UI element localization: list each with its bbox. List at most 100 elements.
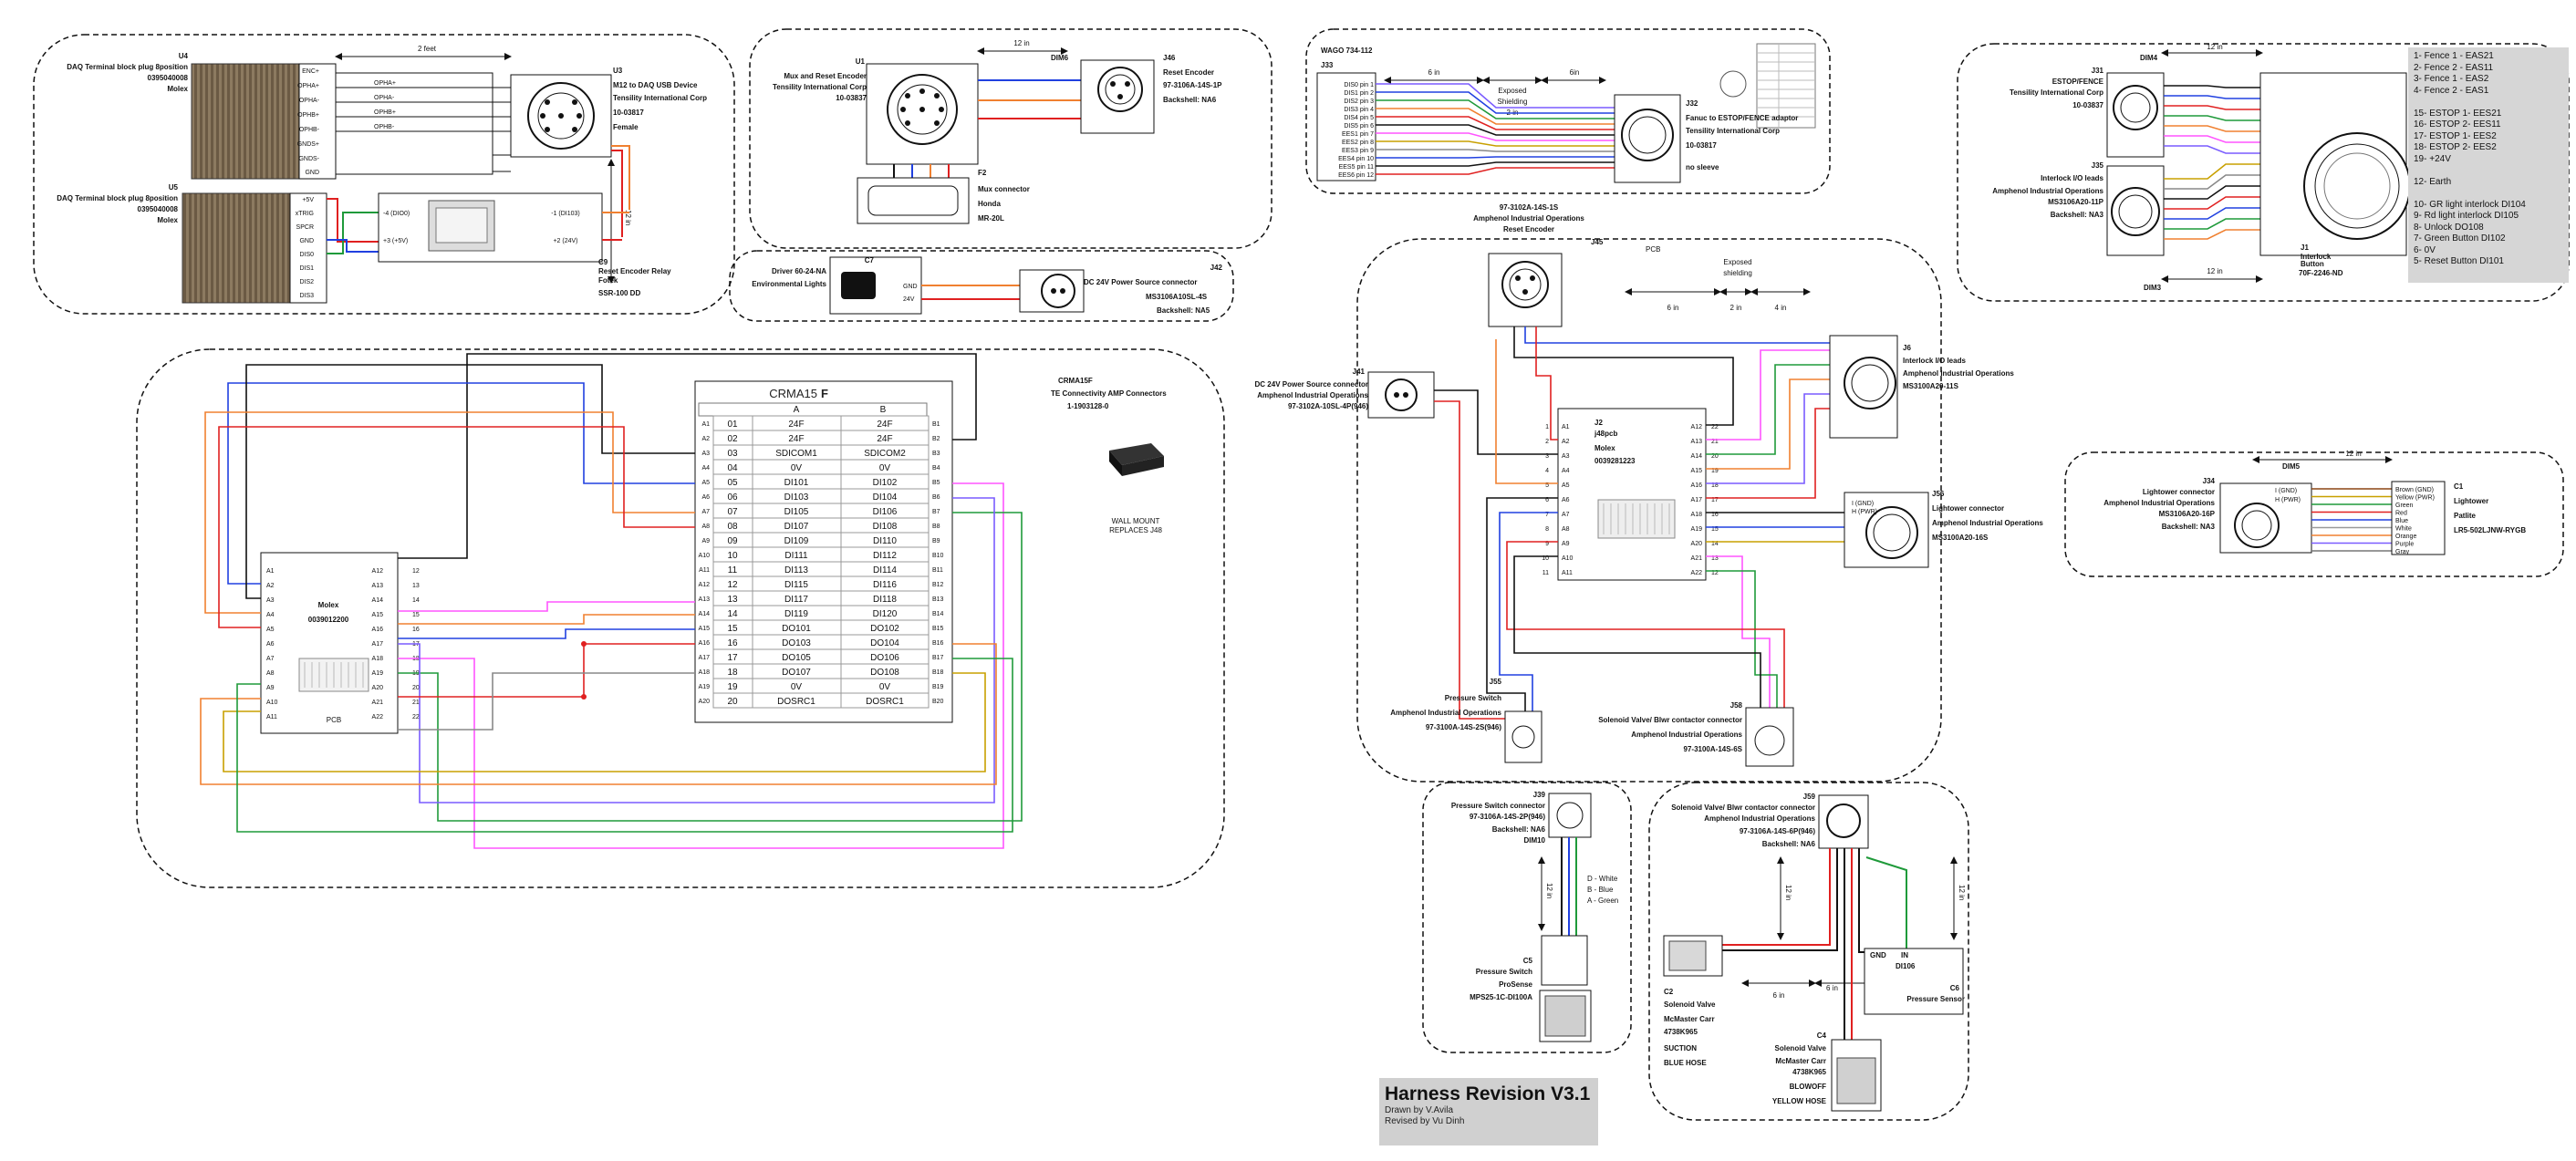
- j31-part: 10-03837: [2072, 101, 2103, 109]
- crma-part: 1-1903128-0: [1067, 402, 1109, 410]
- molex-part: 0039012200: [308, 616, 349, 624]
- j41-name: DC 24V Power Source connector: [1255, 380, 1368, 389]
- molex-pin-num: 15: [412, 612, 420, 618]
- pin-legend-line: 15- ESTOP 1- EES21: [2414, 108, 2502, 119]
- molex-pin-right: A21: [372, 700, 384, 706]
- u1-name: Mux and Reset Encoder: [784, 72, 867, 80]
- c6-name: Pressure Sensor: [1906, 995, 1965, 1003]
- u4-pin-2: OPHA+: [297, 83, 319, 89]
- dim-12in-dim5: 12 in: [2345, 450, 2361, 458]
- j45-vendor: Amphenol Industrial Operations: [1473, 214, 1584, 223]
- crma-wire: [398, 672, 695, 731]
- wago-pin-label: DIS4 pin 5: [1344, 115, 1374, 121]
- c6-in: IN: [1901, 951, 1908, 959]
- estop-wire: [2164, 229, 2260, 240]
- pin-legend-line: 7- Green Button DI102: [2414, 233, 2506, 244]
- u5-pin-1: +5V: [302, 197, 314, 203]
- crma-pin-b: B18: [932, 669, 944, 676]
- pin-legend-line: 12- Earth: [2414, 176, 2452, 187]
- estop-wire: [2164, 218, 2260, 230]
- estop-wire: [2164, 115, 2260, 121]
- j42-id: J42: [1210, 264, 1223, 272]
- j41-id: J41: [1353, 368, 1366, 376]
- crma-row-b: DI102: [873, 478, 898, 488]
- crma-wire: [200, 643, 997, 785]
- pin-legend-line: 8- Unlock DO108: [2414, 222, 2484, 233]
- crma-row-b: 0V: [879, 682, 891, 692]
- j2-pin-num-left: 4: [1545, 468, 1549, 474]
- u5-pin-2: xTRIG: [296, 211, 314, 217]
- c1-wire-label: White: [2395, 526, 2412, 533]
- dim-j6-4in: 4 in: [1775, 304, 1787, 312]
- wago-terminal: [1316, 72, 1376, 181]
- j46-part: 97-3106A-14S-1P: [1163, 81, 1222, 89]
- pin-legend-line: 5- Reset Button DI101: [2414, 256, 2504, 266]
- molex-pin-num: 22: [412, 714, 420, 720]
- c6-pressure-sensor: [1864, 948, 1964, 1015]
- wago-wire: [1376, 140, 1615, 147]
- j59-vendor: Amphenol Industrial Operations: [1704, 814, 1815, 823]
- crma-pin-b: B16: [932, 640, 944, 647]
- crma-pin-b: B1: [932, 421, 940, 428]
- estop-wire: [2164, 145, 2260, 154]
- dim-12in-dim3: 12 in: [2207, 267, 2222, 275]
- crma-wire: [398, 353, 977, 559]
- j59-dim-6a: 6 in: [1773, 991, 1785, 1000]
- pin-legend-line: 2- Fence 2 - EAS11: [2414, 62, 2494, 73]
- crma-row-b: SDICOM2: [864, 449, 906, 459]
- crma-row-number: 15: [727, 624, 738, 634]
- dim-12in-u3: 12 in: [624, 210, 632, 225]
- crma-row-a: 24F: [788, 434, 804, 444]
- c5-part: MPS25-1C-DI100A: [1470, 993, 1532, 1001]
- revised-by: Revised by Vu Dinh: [1385, 1116, 1465, 1126]
- j35-backshell: Backshell: NA3: [2051, 211, 2104, 219]
- pcb-wire: [1513, 327, 1734, 426]
- c4-name: Solenoid Valve: [1775, 1044, 1827, 1052]
- crma-row-a: DI105: [784, 507, 809, 517]
- estop-wire: [2164, 185, 2260, 200]
- j39-wire-2: B - Blue: [1587, 886, 1614, 894]
- j2-vendor: Molex: [1594, 444, 1615, 452]
- pcb-wire: [1499, 512, 1558, 711]
- j2-part: 0039281223: [1594, 457, 1636, 465]
- crma-pin-b: B17: [932, 655, 944, 661]
- f2-part: MR-20L: [978, 214, 1004, 223]
- c1-vendor: Patlite: [2454, 512, 2477, 520]
- crma-pin-a: A2: [701, 436, 710, 442]
- j2-pin-left: A7: [1562, 512, 1570, 518]
- j39-connector: [1548, 793, 1592, 838]
- molex-pin-right: A15: [372, 612, 384, 618]
- molex-pin-left: A5: [266, 627, 275, 633]
- wago-pin-label: DIS5 pin 6: [1344, 123, 1374, 130]
- j2-pin-num-right: 22: [1711, 424, 1719, 430]
- u3-wire-3: OPHB+: [374, 109, 396, 116]
- c1-wire-label: Blue: [2395, 518, 2408, 524]
- pcb-label: PCB: [1646, 245, 1660, 254]
- c1-wire-label: Purple: [2395, 542, 2414, 548]
- c5-vendor: ProSense: [1499, 980, 1532, 989]
- u4-pin-7: GNDS-: [298, 156, 319, 162]
- c1-wire-label: Orange: [2395, 534, 2416, 540]
- dim6-label: DIM6: [1051, 54, 1069, 62]
- j34-vendor: Amphenol Industrial Operations: [2103, 499, 2215, 507]
- group-wago: [1305, 28, 1831, 194]
- molex-pin-left: A6: [266, 641, 275, 648]
- u5-vendor: Molex: [157, 216, 178, 224]
- crma-row-a: DO103: [782, 638, 811, 648]
- crma-pin-a: A19: [699, 684, 711, 690]
- j59-part: 97-3106A-14S-6P(946): [1740, 827, 1815, 835]
- j39-dim: DIM10: [1523, 836, 1545, 845]
- pin-legend-line: 10- GR light interlock DI104: [2414, 199, 2526, 210]
- j1-sub: Button: [2301, 260, 2324, 268]
- j34-id: J34: [2203, 477, 2216, 485]
- c7-name: Driver 60-24-NA: [772, 267, 826, 275]
- j39-dim-12in: 12 in: [1545, 883, 1553, 898]
- j46-id: J46: [1163, 54, 1176, 62]
- j58-part: 97-3100A-14S-6S: [1684, 745, 1743, 753]
- u1-connector: [866, 63, 979, 165]
- crma-pin-a: A14: [699, 611, 711, 617]
- j35-connector: [2106, 165, 2165, 256]
- u5-pin-5: DIS0: [299, 252, 314, 258]
- crma-row-b: DI104: [873, 492, 898, 503]
- wago-wire: [1376, 108, 1615, 125]
